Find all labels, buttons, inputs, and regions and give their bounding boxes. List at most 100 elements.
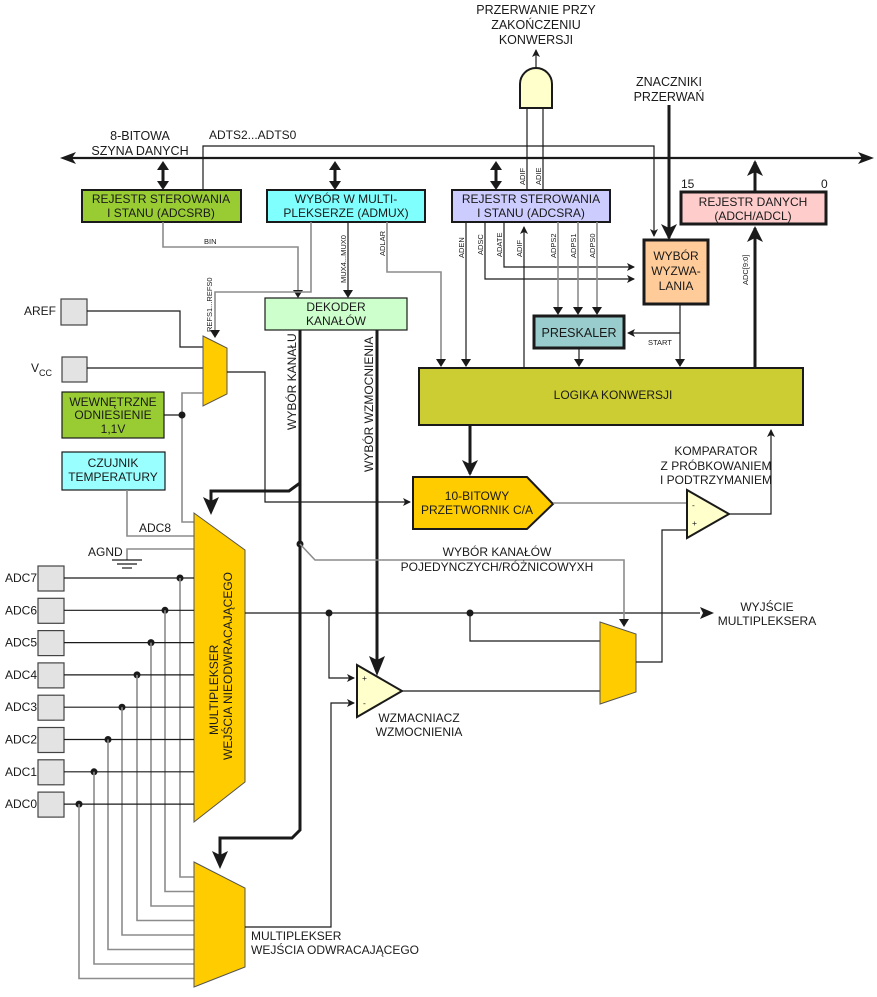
internal-ref-to-mux-wire [181, 392, 203, 523]
decoder-label-2: KANAŁÓW [306, 313, 367, 328]
adsc-label: ADSC [476, 234, 485, 255]
gain-amp-label-1: WZMACNIACZ [378, 711, 459, 725]
adc-pin-label: ADC2 [5, 733, 37, 747]
adc-pin-label: ADC4 [5, 668, 37, 682]
adc-pin-adc5[interactable] [37, 629, 65, 657]
vcc-pin[interactable] [61, 356, 88, 383]
bus-tap-admux [329, 161, 341, 190]
data-bus [60, 152, 874, 164]
aref-pin[interactable] [60, 298, 88, 326]
aden-arrow-icon [461, 359, 471, 367]
adlar-label: ADLAR [378, 230, 387, 256]
adc-to-neg-mux-wire [136, 674, 194, 922]
comp-label-2: Z PRÓBKOWANIEM [661, 458, 772, 473]
adc-pin-label: ADC5 [5, 636, 37, 650]
adcsrb-label-2: I STANU (ADCSRB) [107, 206, 215, 220]
interrupt-label-2: ZAKOŃCZENIU [491, 17, 581, 32]
adc-pin-adc2[interactable] [37, 726, 65, 754]
adc-pin-label: ADC7 [5, 571, 37, 585]
channel-select-wire-neg [218, 483, 302, 857]
adc-to-neg-mux-wire [121, 707, 194, 936]
admux-label-2: PLEKSERZE (ADMUX) [283, 206, 408, 220]
channel-decoder-block[interactable]: DEKODER KANAŁÓW [264, 297, 408, 331]
mux-output-label-2: MULTIPLEKSERA [718, 614, 816, 628]
bus-tap-adcsrb [157, 161, 169, 190]
adps1-arrow-icon [573, 307, 583, 315]
dac-label-1: 10-BITOWY [445, 489, 509, 503]
agnd-label: AGND [88, 545, 123, 559]
gain-select-label: WYBÓR WZMOCNIENIA [361, 337, 376, 472]
bus-right-arrow-icon [858, 152, 874, 164]
mux-to-amp-plus-wire [328, 613, 355, 682]
trigger-select-block[interactable]: WYBÓR WYZWA- LANIA [642, 238, 710, 306]
diffmux-to-comp-wire [636, 529, 687, 663]
adie-label: ADIE [534, 167, 543, 185]
bin-label: BIN [204, 237, 217, 246]
adc-to-neg-mux-wire [179, 578, 194, 878]
gain-amplifier [356, 663, 404, 719]
adts-wire [202, 145, 658, 237]
gain-amp-plus: + [362, 673, 367, 683]
internal-ref-label-1: WEWNĘTRZNE [69, 395, 156, 409]
adts-label: ADTS2...ADTS0 [209, 128, 297, 142]
negative-input-mux [193, 861, 246, 988]
adc-pin-adc7[interactable] [37, 565, 65, 592]
adc-pin-adc3[interactable] [37, 694, 65, 721]
adcsrb-label-1: REJESTR STEROWANIA [92, 192, 230, 206]
adc-pin-adc6[interactable] [37, 597, 65, 624]
trigger-arrow-icon [675, 359, 685, 367]
admux-register[interactable]: WYBÓR W MULTI- PLEKSERZE (ADMUX) [266, 189, 426, 223]
dac-label-2: PRZETWORNIK C/A [421, 503, 533, 517]
refs-wire [214, 222, 312, 334]
conversion-logic-block[interactable]: LOGIKA KONWERSJI [418, 367, 804, 426]
ref-to-dac-wire [227, 371, 411, 506]
flags-label-2: PRZERWAŃ [634, 89, 705, 104]
adcsrb-register[interactable]: REJESTR STEROWANIA I STANU (ADCSRB) [81, 189, 242, 223]
adc8-wire [126, 490, 194, 537]
data-register[interactable]: REJESTR DANYCH (ADCH/ADCL) [679, 190, 828, 226]
adc-bits-label: ADC[9:0] [741, 255, 750, 285]
and-gate-icon [519, 67, 553, 109]
comp-label-3: I PODTRZYMANIEM [660, 473, 772, 487]
adc-pin-adc4[interactable] [37, 662, 65, 689]
dac-block[interactable]: 10-BITOWY PRZETWORNIK C/A [412, 476, 555, 530]
logic-label: LOGIKA KONWERSJI [554, 388, 673, 402]
adc8-label: ADC8 [139, 521, 171, 535]
adc-pin-adc0[interactable] [37, 791, 65, 818]
channel-select-label: WYBÓR KANAŁU [284, 333, 299, 430]
diff-select-label-1: WYBÓR KANAŁÓW [443, 544, 552, 559]
adcsra-label-1: REJESTR STEROWANIA [462, 192, 600, 206]
internal-ref-block[interactable]: WEWNĘTRZNE ODNIESIENIE 1,1V [61, 391, 165, 439]
adc-pin-adc1[interactable] [37, 759, 65, 786]
flags-label-1: ZNACZNIKI [636, 75, 702, 89]
temperature-sensor-block[interactable]: CZUJNIK TEMPERATURY [61, 451, 166, 491]
adc-to-neg-mux-wire [164, 610, 194, 893]
comp-plus: + [692, 518, 697, 528]
bus-left-arrow-icon [60, 152, 76, 164]
adps1-label: ADPS1 [569, 233, 578, 258]
adc-pin-label: ADC1 [5, 765, 37, 779]
neg-mux-label-2: WEJŚCIA ODWRACAJĄCEGO [251, 942, 419, 957]
refs-label: REFS1...REFS0 [205, 277, 214, 332]
bin-wire [162, 222, 299, 294]
neg-mux-to-amp-wire [245, 699, 355, 928]
mux-output-arrow-icon [700, 607, 714, 619]
prescaler-arrow-icon [574, 359, 584, 367]
comp-to-logic-wire [729, 429, 775, 515]
adps0-label: ADPS0 [588, 233, 597, 258]
trigger-label-2: WYZWA- [651, 264, 701, 278]
prescaler-block[interactable]: PRESKALER [532, 314, 626, 350]
aref-wire [87, 310, 203, 348]
gain-amp-label-2: WZMOCNIENIA [376, 725, 463, 739]
diff-select-arrow-icon [619, 619, 629, 627]
gain-amp-minus: - [363, 698, 366, 708]
adate-label: ADATE [495, 233, 504, 257]
prescaler-label: PRESKALER [541, 326, 616, 340]
temp-sensor-label-2: TEMPERATURY [68, 470, 158, 484]
admux-label-1: WYBÓR W MULTI- [295, 191, 397, 206]
aref-label: AREF [24, 304, 56, 318]
adcsra-register[interactable]: REJESTR STEROWANIA I STANU (ADCSRA) [451, 189, 611, 223]
adc-pin-label: ADC0 [5, 797, 37, 811]
